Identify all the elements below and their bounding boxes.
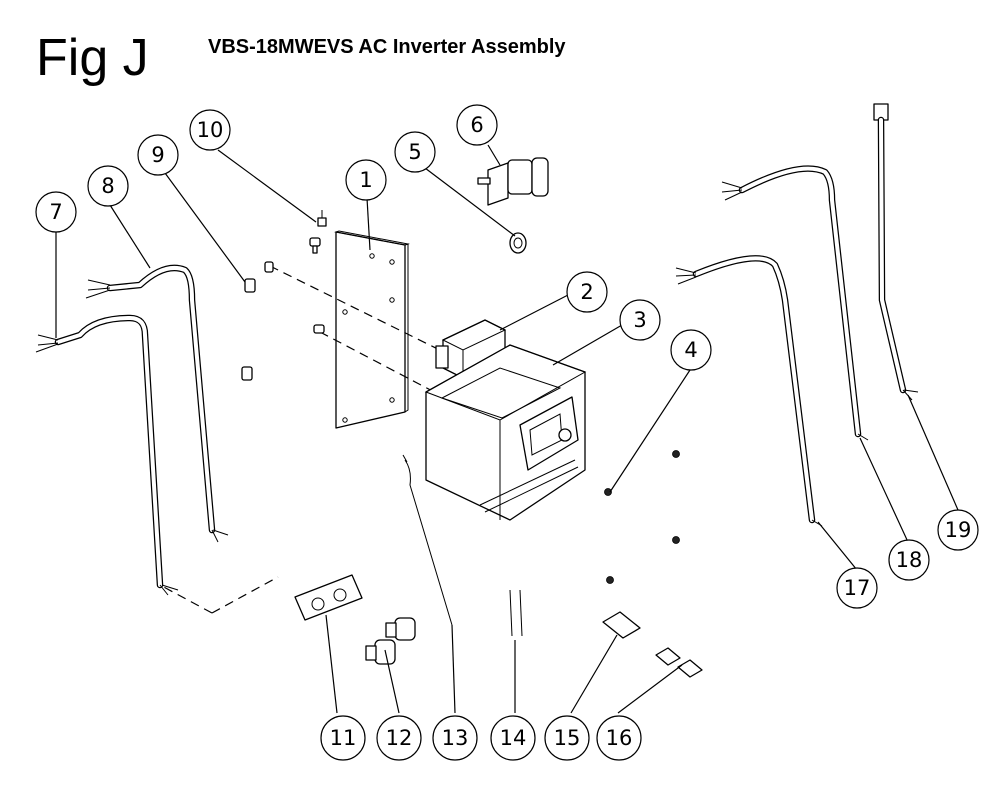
svg-text:18: 18 <box>896 548 923 572</box>
callout-17: 17 <box>836 567 878 609</box>
svg-text:9: 9 <box>151 143 164 167</box>
figure-label: Fig J <box>36 29 149 87</box>
cable-7 <box>35 314 179 596</box>
cable-17 <box>675 255 823 527</box>
callout-5: 5 <box>394 131 436 173</box>
callout-14: 14 <box>490 715 536 761</box>
svg-text:8: 8 <box>101 174 114 198</box>
leader-lines <box>55 144 959 714</box>
callout-13: 13 <box>432 715 478 761</box>
cable-glands <box>365 617 416 665</box>
callout-15: 15 <box>544 715 590 761</box>
svg-text:19: 19 <box>945 518 972 542</box>
mounting-plate <box>334 230 410 429</box>
callout-16: 16 <box>596 715 642 761</box>
callout-3: 3 <box>619 299 661 341</box>
svg-text:10: 10 <box>197 118 224 142</box>
svg-text:5: 5 <box>408 140 421 164</box>
svg-text:13: 13 <box>442 726 469 750</box>
svg-text:3: 3 <box>633 308 646 332</box>
potentiometer <box>477 157 549 206</box>
cable-19 <box>873 103 919 401</box>
callout-12: 12 <box>376 715 422 761</box>
svg-text:14: 14 <box>500 726 527 750</box>
callout-1: 1 <box>345 159 387 201</box>
svg-text:6: 6 <box>470 113 483 137</box>
svg-text:16: 16 <box>606 726 633 750</box>
callout-9: 9 <box>137 134 179 176</box>
terminal-pins <box>509 589 523 637</box>
svg-text:17: 17 <box>844 576 871 600</box>
svg-text:2: 2 <box>580 280 593 304</box>
cable-plate <box>294 574 363 621</box>
inverter-drive <box>424 344 587 521</box>
assembly-dash-lines <box>159 265 461 614</box>
callout-8: 8 <box>87 165 129 207</box>
callout-2: 2 <box>566 271 608 313</box>
callout-6: 6 <box>456 104 498 146</box>
callout-10: 10 <box>189 109 231 151</box>
nuts <box>604 450 680 584</box>
callout-18: 18 <box>888 539 930 581</box>
callout-19: 19 <box>937 509 979 551</box>
svg-text:7: 7 <box>49 200 62 224</box>
svg-text:12: 12 <box>386 726 413 750</box>
screws <box>241 210 327 381</box>
svg-text:15: 15 <box>554 726 581 750</box>
callout-7: 7 <box>35 191 77 233</box>
svg-text:4: 4 <box>684 338 697 362</box>
callout-4: 4 <box>670 329 712 371</box>
cable-18 <box>721 165 869 441</box>
svg-text:1: 1 <box>359 168 372 192</box>
ground-wire <box>402 454 453 626</box>
cable-8 <box>85 264 229 543</box>
svg-text:11: 11 <box>330 726 357 750</box>
diagram-title: VBS-18MWEVS AC Inverter Assembly <box>208 36 566 58</box>
callout-11: 11 <box>320 715 366 761</box>
terminal-blocks <box>602 611 703 678</box>
bushing <box>509 232 527 254</box>
